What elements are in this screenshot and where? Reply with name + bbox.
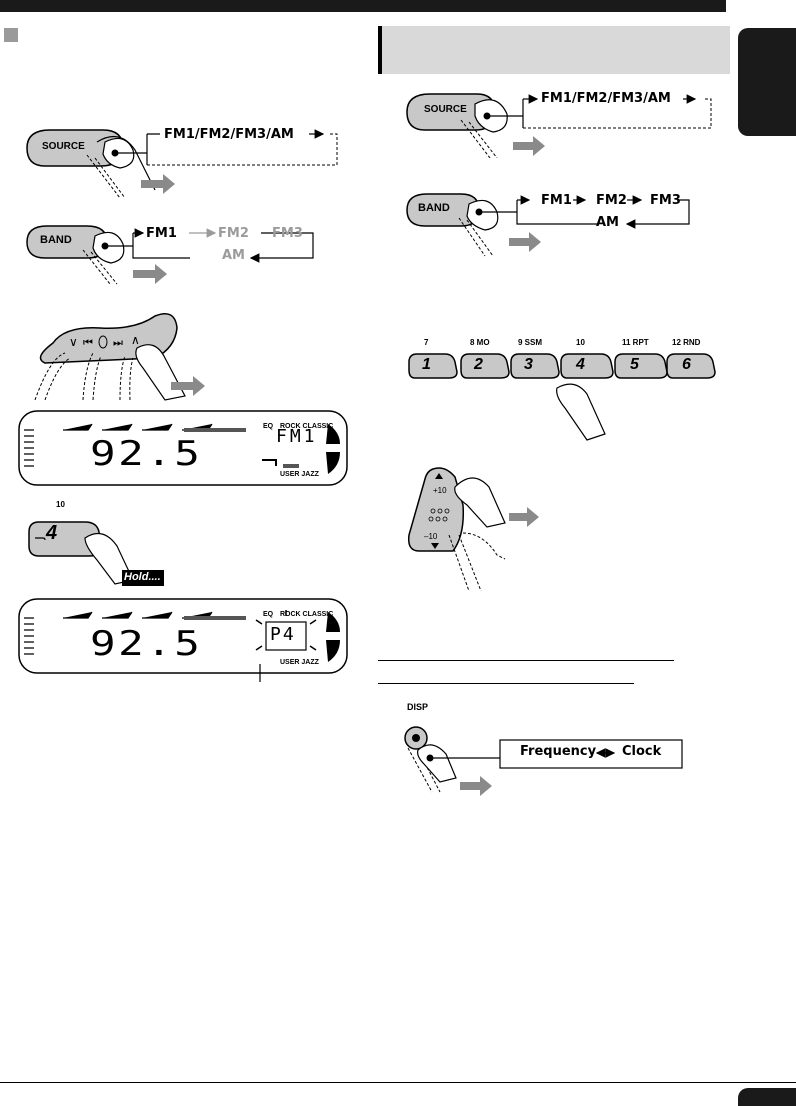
hold-label: Hold.... [124, 571, 161, 583]
right-band-figure [406, 193, 690, 257]
number-buttons-figure [408, 353, 716, 441]
num-btn-2-top-label: 8 MO [470, 338, 490, 347]
right-source-sequence: FM1/FM2/FM3/AM [541, 91, 671, 106]
lcd1-frequency: 92.5 [90, 434, 203, 474]
left-source-figure [26, 129, 338, 199]
right-source-button-label[interactable]: SOURCE [424, 104, 467, 115]
separator-1 [378, 660, 674, 661]
num-btn-1-top-label: 7 [424, 338, 429, 347]
svg-text:USER JAZZ: USER JAZZ [280, 471, 320, 478]
svg-text:⏭: ⏭ [113, 336, 123, 349]
plus-minus-10-figure [407, 467, 539, 592]
section-marker [4, 28, 18, 42]
num-btn-5-top-label: 11 RPT [622, 338, 649, 347]
number-button-5[interactable] [614, 353, 668, 379]
number-key-6: 6 [682, 356, 691, 373]
right-band-button-label[interactable]: BAND [418, 202, 450, 214]
right-band-fm1: FM1 [541, 193, 572, 208]
disp-figure [404, 726, 683, 796]
left-band-fm2: FM2 [218, 226, 249, 241]
svg-text:EQ: EQ [263, 611, 274, 618]
preset-hold-figure [28, 521, 164, 586]
svg-text:EQ: EQ [263, 423, 274, 430]
svg-text:∧: ∧ [131, 333, 140, 347]
svg-text:ROCK CLASSIC: ROCK CLASSIC [280, 611, 333, 618]
minus-10-label: –10 [424, 532, 438, 541]
page-number-tab [738, 1088, 796, 1106]
separator-2 [378, 683, 634, 684]
number-button-3[interactable] [510, 353, 560, 379]
number-key-3: 3 [524, 356, 533, 373]
svg-text:⏮: ⏮ [83, 336, 93, 349]
number-button-6[interactable] [666, 353, 716, 379]
number-key-1: 1 [422, 356, 431, 373]
left-band-fm3: FM3 [272, 226, 303, 241]
left-band-fm1: FM1 [146, 226, 177, 241]
lcd2-preset: P4 [270, 624, 296, 645]
lcd-display-1: EQ ROCK CLASSIC USER JAZZ [18, 410, 348, 486]
left-band-button-label[interactable]: BAND [40, 234, 72, 246]
number-key-2: 2 [474, 356, 483, 373]
plus-minus-10-knob[interactable] [407, 467, 465, 552]
plus-10-label: +10 [433, 486, 447, 495]
right-band-fm3: FM3 [650, 193, 681, 208]
left-band-figure [26, 225, 314, 285]
svg-text:USER JAZZ: USER JAZZ [280, 659, 320, 666]
number-button-1[interactable] [408, 353, 458, 379]
number-key-4: 4 [576, 356, 585, 373]
num-btn-6-top-label: 12 RND [672, 338, 701, 347]
num-btn-4-top-label: 10 [576, 338, 585, 347]
num-btn-3-top-label: 9 SSM [518, 338, 543, 347]
lcd-display-2: EQ ROCK CLASSIC USER JAZZ [18, 598, 348, 682]
number-button-4[interactable] [560, 353, 614, 379]
left-source-sequence: FM1/FM2/FM3/AM [164, 127, 294, 142]
language-tab [738, 28, 796, 136]
preset-4-key-label: 4 [46, 522, 58, 544]
bottom-rule [0, 1082, 796, 1083]
left-source-button-label[interactable]: SOURCE [42, 141, 85, 152]
disp-frequency-label: Frequency [520, 744, 597, 759]
right-band-am: AM [596, 215, 619, 230]
disp-clock-label: Clock [622, 744, 662, 759]
seek-rocker-figure: ∨ ⏮ ⏭ ∧ [34, 313, 205, 401]
number-key-5: 5 [630, 356, 639, 373]
lcd2-frequency: 92.5 [90, 624, 203, 664]
right-band-fm2: FM2 [596, 193, 627, 208]
section-heading-box [378, 26, 730, 74]
preset-ten-label: 10 [56, 500, 65, 509]
svg-text:∨: ∨ [69, 335, 78, 349]
top-bar [0, 0, 726, 12]
disp-label: DISP [407, 702, 429, 712]
svg-text:ROCK CLASSIC: ROCK CLASSIC [280, 423, 333, 430]
right-source-figure [406, 93, 712, 158]
left-band-am: AM [222, 248, 245, 263]
lcd1-band: FM1 [276, 426, 318, 447]
number-button-2[interactable] [460, 353, 510, 379]
